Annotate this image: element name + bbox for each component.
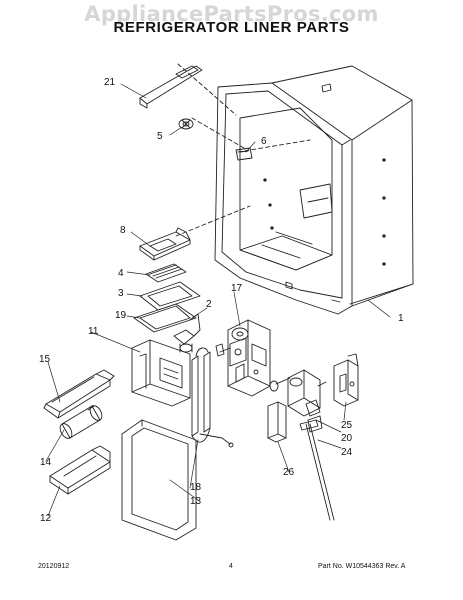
callout-4: 4 [118, 268, 124, 279]
callout-1: 1 [398, 313, 404, 324]
callout-12: 12 [40, 513, 52, 524]
footer-page: 4 [229, 563, 233, 570]
part-25-bracket [333, 353, 359, 407]
footer-part-no: Part No. W10544363 Rev. A [318, 563, 406, 570]
callout-20: 20 [341, 433, 353, 444]
part-13-cover-panel [121, 419, 197, 541]
part-18-tubing [191, 347, 234, 448]
liner-cabinet [175, 63, 414, 315]
callout-25: 25 [341, 420, 353, 431]
leader-lines [45, 83, 391, 517]
part-26-block [267, 401, 287, 443]
part-4-grille [145, 263, 187, 283]
callout-18: 18 [190, 482, 202, 493]
callout-15: 15 [39, 354, 51, 365]
part-2-actuator [173, 313, 201, 353]
watermark: AppliancePartsPros.com [84, 2, 379, 26]
callout-21: 21 [104, 77, 116, 88]
footer-date: 20120912 [38, 563, 70, 570]
part-6-clip [235, 147, 253, 161]
part-14-water-filter [59, 405, 103, 439]
part-21-air-baffle [139, 65, 203, 109]
callout-11: 11 [88, 326, 99, 337]
page-title: REFRIGERATOR LINER PARTS [113, 19, 350, 36]
part-11-filter-head [131, 339, 191, 407]
part-12-cover-tray [49, 445, 111, 495]
part-19-gasket [133, 303, 197, 333]
callout-8: 8 [120, 225, 126, 236]
part-24-water-tube [299, 419, 335, 521]
callout-2: 2 [206, 299, 212, 310]
callout-5: 5 [157, 131, 163, 142]
callout-3: 3 [118, 288, 124, 299]
callout-26: 26 [283, 467, 295, 478]
callout-19: 19 [115, 310, 127, 321]
callout-17: 17 [231, 283, 243, 294]
part-15-filter-door [43, 369, 115, 419]
part-17-valve-bracket [215, 319, 271, 397]
callout-6: 6 [261, 136, 267, 147]
callout-14: 14 [40, 457, 52, 468]
part-8-housing-cover [139, 227, 191, 261]
callout-24: 24 [341, 447, 353, 458]
part-5-fan [178, 118, 194, 130]
callout-13: 13 [190, 496, 202, 507]
part-3-gasket [139, 281, 201, 311]
